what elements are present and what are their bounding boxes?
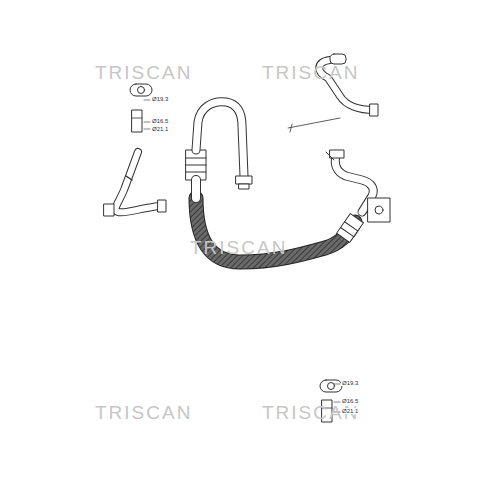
watermark: TRISCAN <box>95 402 192 424</box>
dimension-label: Ø21.1 <box>341 408 359 414</box>
dimension-label: Ø19.3 <box>151 96 169 102</box>
dimension-label: Ø21.1 <box>151 126 169 132</box>
watermark: TRISCAN <box>95 62 192 84</box>
dimension-label: Ø16.5 <box>341 398 359 404</box>
dimension-label: Ø19.3 <box>341 380 359 386</box>
watermark: TRISCAN <box>190 237 287 259</box>
dimension-label: Ø16.5 <box>151 118 169 124</box>
watermark: TRISCAN <box>262 62 359 84</box>
